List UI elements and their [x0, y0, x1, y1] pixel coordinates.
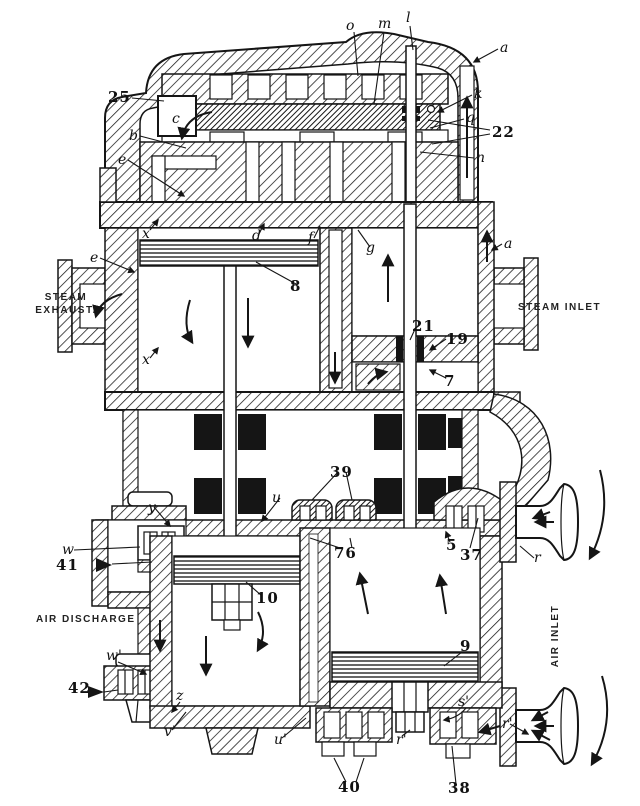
label-5: 5: [446, 536, 457, 554]
bottom-valve-40: [315, 707, 393, 757]
port-labels: STEAM EXHAUST. STEAM INLET AIR DISCHARGE…: [35, 292, 601, 667]
upper-left-piston: [139, 239, 319, 267]
label-m: m: [378, 16, 391, 32]
label-21: 21: [412, 317, 435, 335]
label-d: d: [252, 228, 261, 244]
lower-left-cylinder: [149, 535, 311, 755]
reference-labels: o m l a k q n c b e e x d f g a x y w u …: [62, 10, 542, 748]
leader-lines: [73, 25, 535, 785]
label-f: f: [307, 230, 316, 246]
label-w-prime: w': [106, 648, 122, 664]
label-40: 40: [338, 778, 361, 796]
label-10: 10: [256, 589, 279, 607]
label-r-prime: r': [396, 732, 407, 748]
label-19: 19: [446, 330, 469, 348]
label-o: o: [346, 18, 354, 34]
label-x-upper: x: [142, 226, 150, 242]
label-37: 37: [460, 546, 483, 564]
label-l: l: [406, 10, 410, 26]
bottom-valve-38: [429, 707, 497, 759]
lower-center-wall: [299, 527, 331, 707]
lower-right-piston: [331, 651, 479, 683]
label-b: b: [129, 128, 138, 144]
label-22: 22: [492, 123, 515, 141]
label-r: r: [534, 550, 542, 566]
left-piston-rod: [223, 265, 237, 559]
air-inlet-label: AIR INLET: [550, 605, 561, 667]
lower-left-piston: [173, 555, 301, 585]
label-g: g: [366, 240, 375, 256]
label-a-right: a: [504, 236, 512, 252]
label-9: 9: [460, 637, 471, 655]
label-s-prime: s': [458, 694, 469, 710]
label-e-top: e: [118, 152, 126, 168]
valve-rod-upper: [405, 45, 417, 205]
rod-gland: [391, 681, 429, 713]
steam-exhaust-label-line1: STEAM: [45, 292, 88, 303]
label-n: n: [476, 150, 485, 166]
label-8: 8: [290, 277, 301, 295]
upper-left-cylinder: [104, 227, 321, 396]
label-e-left: e: [90, 250, 98, 266]
lower-right-outer-wall: [479, 535, 503, 691]
air-passage-curve: [489, 393, 552, 512]
air-discharge-label: AIR DISCHARGE: [36, 614, 136, 625]
cylinder-head-deck: [99, 167, 493, 229]
label-y: y: [147, 500, 157, 516]
label-7: 7: [444, 372, 455, 390]
steam-exhaust-label-line2: EXHAUST.: [35, 305, 96, 316]
label-a-top: a: [500, 40, 508, 56]
label-x-mid: x: [142, 352, 150, 368]
label-25: 25: [108, 88, 131, 106]
label-z: z: [175, 688, 184, 704]
label-c: c: [172, 111, 180, 127]
label-41: 41: [56, 556, 79, 574]
label-u: u: [272, 490, 281, 506]
flow-arrows: [92, 95, 609, 767]
label-w: w: [62, 542, 74, 558]
label-k: k: [474, 86, 482, 102]
label-r-prime-2: r': [502, 716, 513, 732]
sump: [205, 727, 259, 755]
valve-chest: [139, 45, 459, 205]
label-42: 42: [68, 679, 91, 697]
label-39: 39: [330, 463, 353, 481]
steam-inlet-label: STEAM INLET: [518, 302, 601, 313]
label-u-prime: u': [274, 732, 287, 748]
lower-right-cylinder: [329, 527, 503, 733]
label-38: 38: [448, 779, 471, 797]
valve-pin: [426, 104, 436, 114]
label-v-prime: v': [164, 724, 176, 740]
slide-valve: [173, 103, 441, 131]
label-76: 76: [334, 544, 357, 562]
reference-numbers: 25 22 8 21 19 7 39 76 5 37 41 10 42 40 3…: [56, 88, 515, 797]
label-q: q: [466, 110, 475, 126]
